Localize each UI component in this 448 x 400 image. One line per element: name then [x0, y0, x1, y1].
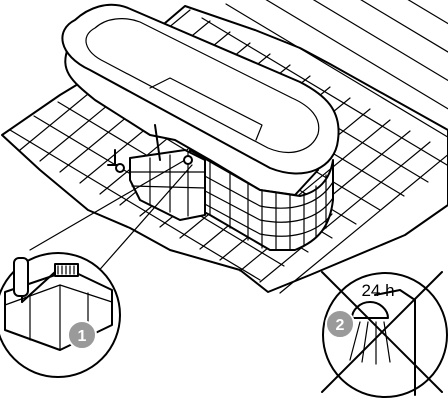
- tile-grid-line: [265, 0, 448, 110]
- detail-circle-curing: 24 h 2: [321, 271, 448, 398]
- tile-grid-line: [259, 141, 431, 283]
- callout-lines: [29, 155, 193, 276]
- tile-grid-line: [360, 0, 448, 53]
- tile-grid-line: [312, 0, 448, 82]
- cross-prohibition-icon: [321, 271, 443, 393]
- svg-text:1: 1: [78, 328, 87, 345]
- cure-time-label: 24 h: [361, 281, 394, 300]
- svg-text:2: 2: [336, 317, 345, 334]
- tile-grid-line: [9, 129, 261, 281]
- shower-icon: [349, 289, 416, 396]
- step-badge-1: 1: [67, 320, 97, 350]
- tile-grid-line: [201, 17, 448, 167]
- step-badge-2: 2: [325, 309, 355, 339]
- detail-circle-grouting: 1: [0, 252, 121, 378]
- grout-tool-icon: [13, 257, 79, 303]
- tile-grid-line: [279, 153, 448, 294]
- bathtub: [61, 3, 340, 251]
- tile-grid-line: [407, 0, 448, 25]
- tile-grid-line: [225, 3, 448, 138]
